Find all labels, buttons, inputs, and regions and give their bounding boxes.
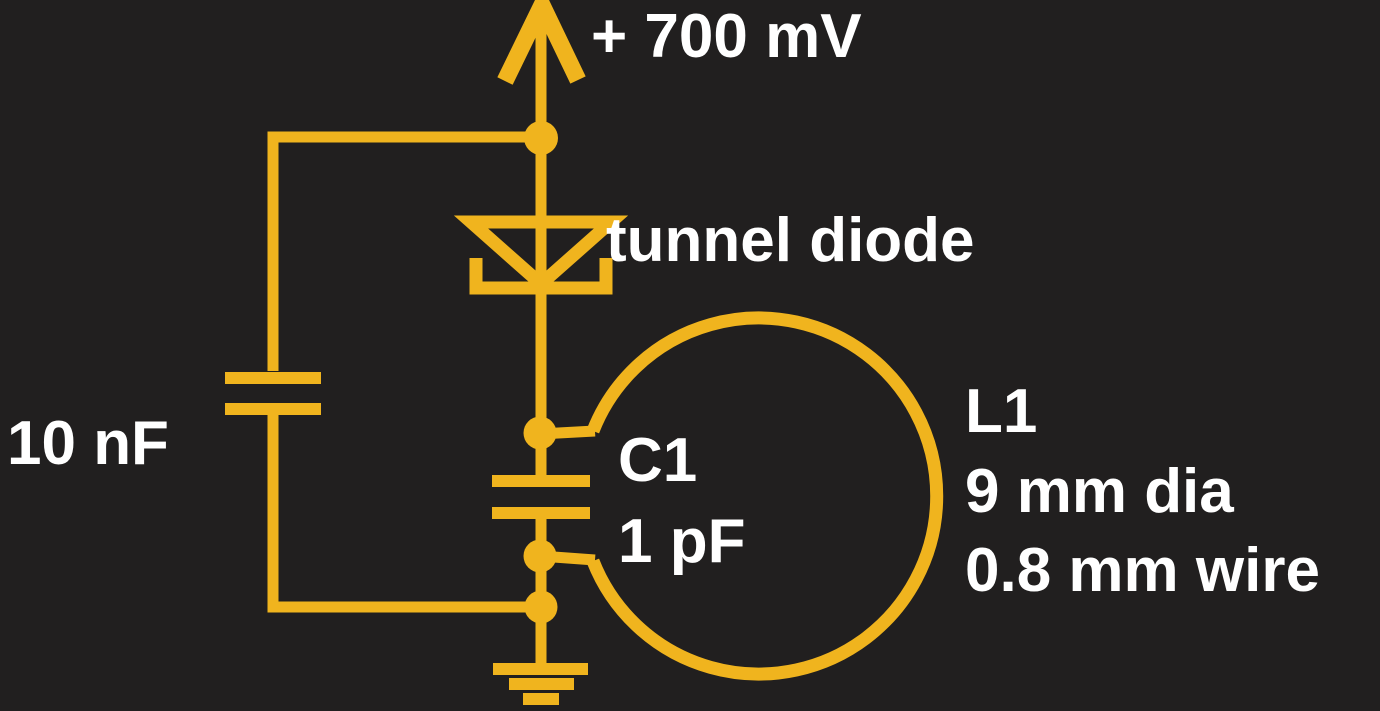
capacitor-c1-name-label: C1 — [618, 426, 698, 495]
tunnel-diode-cathode-bracket — [469, 258, 613, 295]
wire-strokes — [267, 0, 944, 681]
junction-dot — [524, 590, 558, 624]
tunnel-diode-triangle — [453, 215, 629, 293]
inductor-l1-name-label: L1 — [965, 377, 1038, 446]
ground-bar-2 — [509, 678, 574, 690]
junction-dot — [524, 121, 558, 155]
solid-shapes — [225, 121, 590, 705]
supply-voltage-label: + 700 mV — [591, 2, 862, 71]
supply-arrow-icon — [497, 0, 586, 85]
capacitor-c1-plate-top — [492, 475, 590, 487]
capacitor-10nf-plate-bottom — [225, 403, 321, 415]
capacitor-c1-value-label: 1 pF — [618, 507, 746, 576]
inductor-l1-wire-label: 0.8 mm wire — [965, 536, 1320, 605]
bypass-capacitor-value-label: 10 nF — [7, 409, 169, 478]
tunnel-diode-label: tunnel diode — [606, 206, 975, 275]
ground-bar-3 — [523, 693, 559, 705]
junction-dot — [523, 539, 557, 573]
bypass-branch-wire — [267, 131, 540, 613]
junction-dot — [523, 416, 557, 450]
ground-bar-1 — [493, 663, 588, 675]
inductor-l1-diameter-label: 9 mm dia — [965, 457, 1234, 526]
inductor-l1-loop — [586, 311, 944, 681]
capacitor-10nf-plate-top — [225, 372, 321, 384]
capacitor-c1-plate-bottom — [492, 507, 590, 519]
